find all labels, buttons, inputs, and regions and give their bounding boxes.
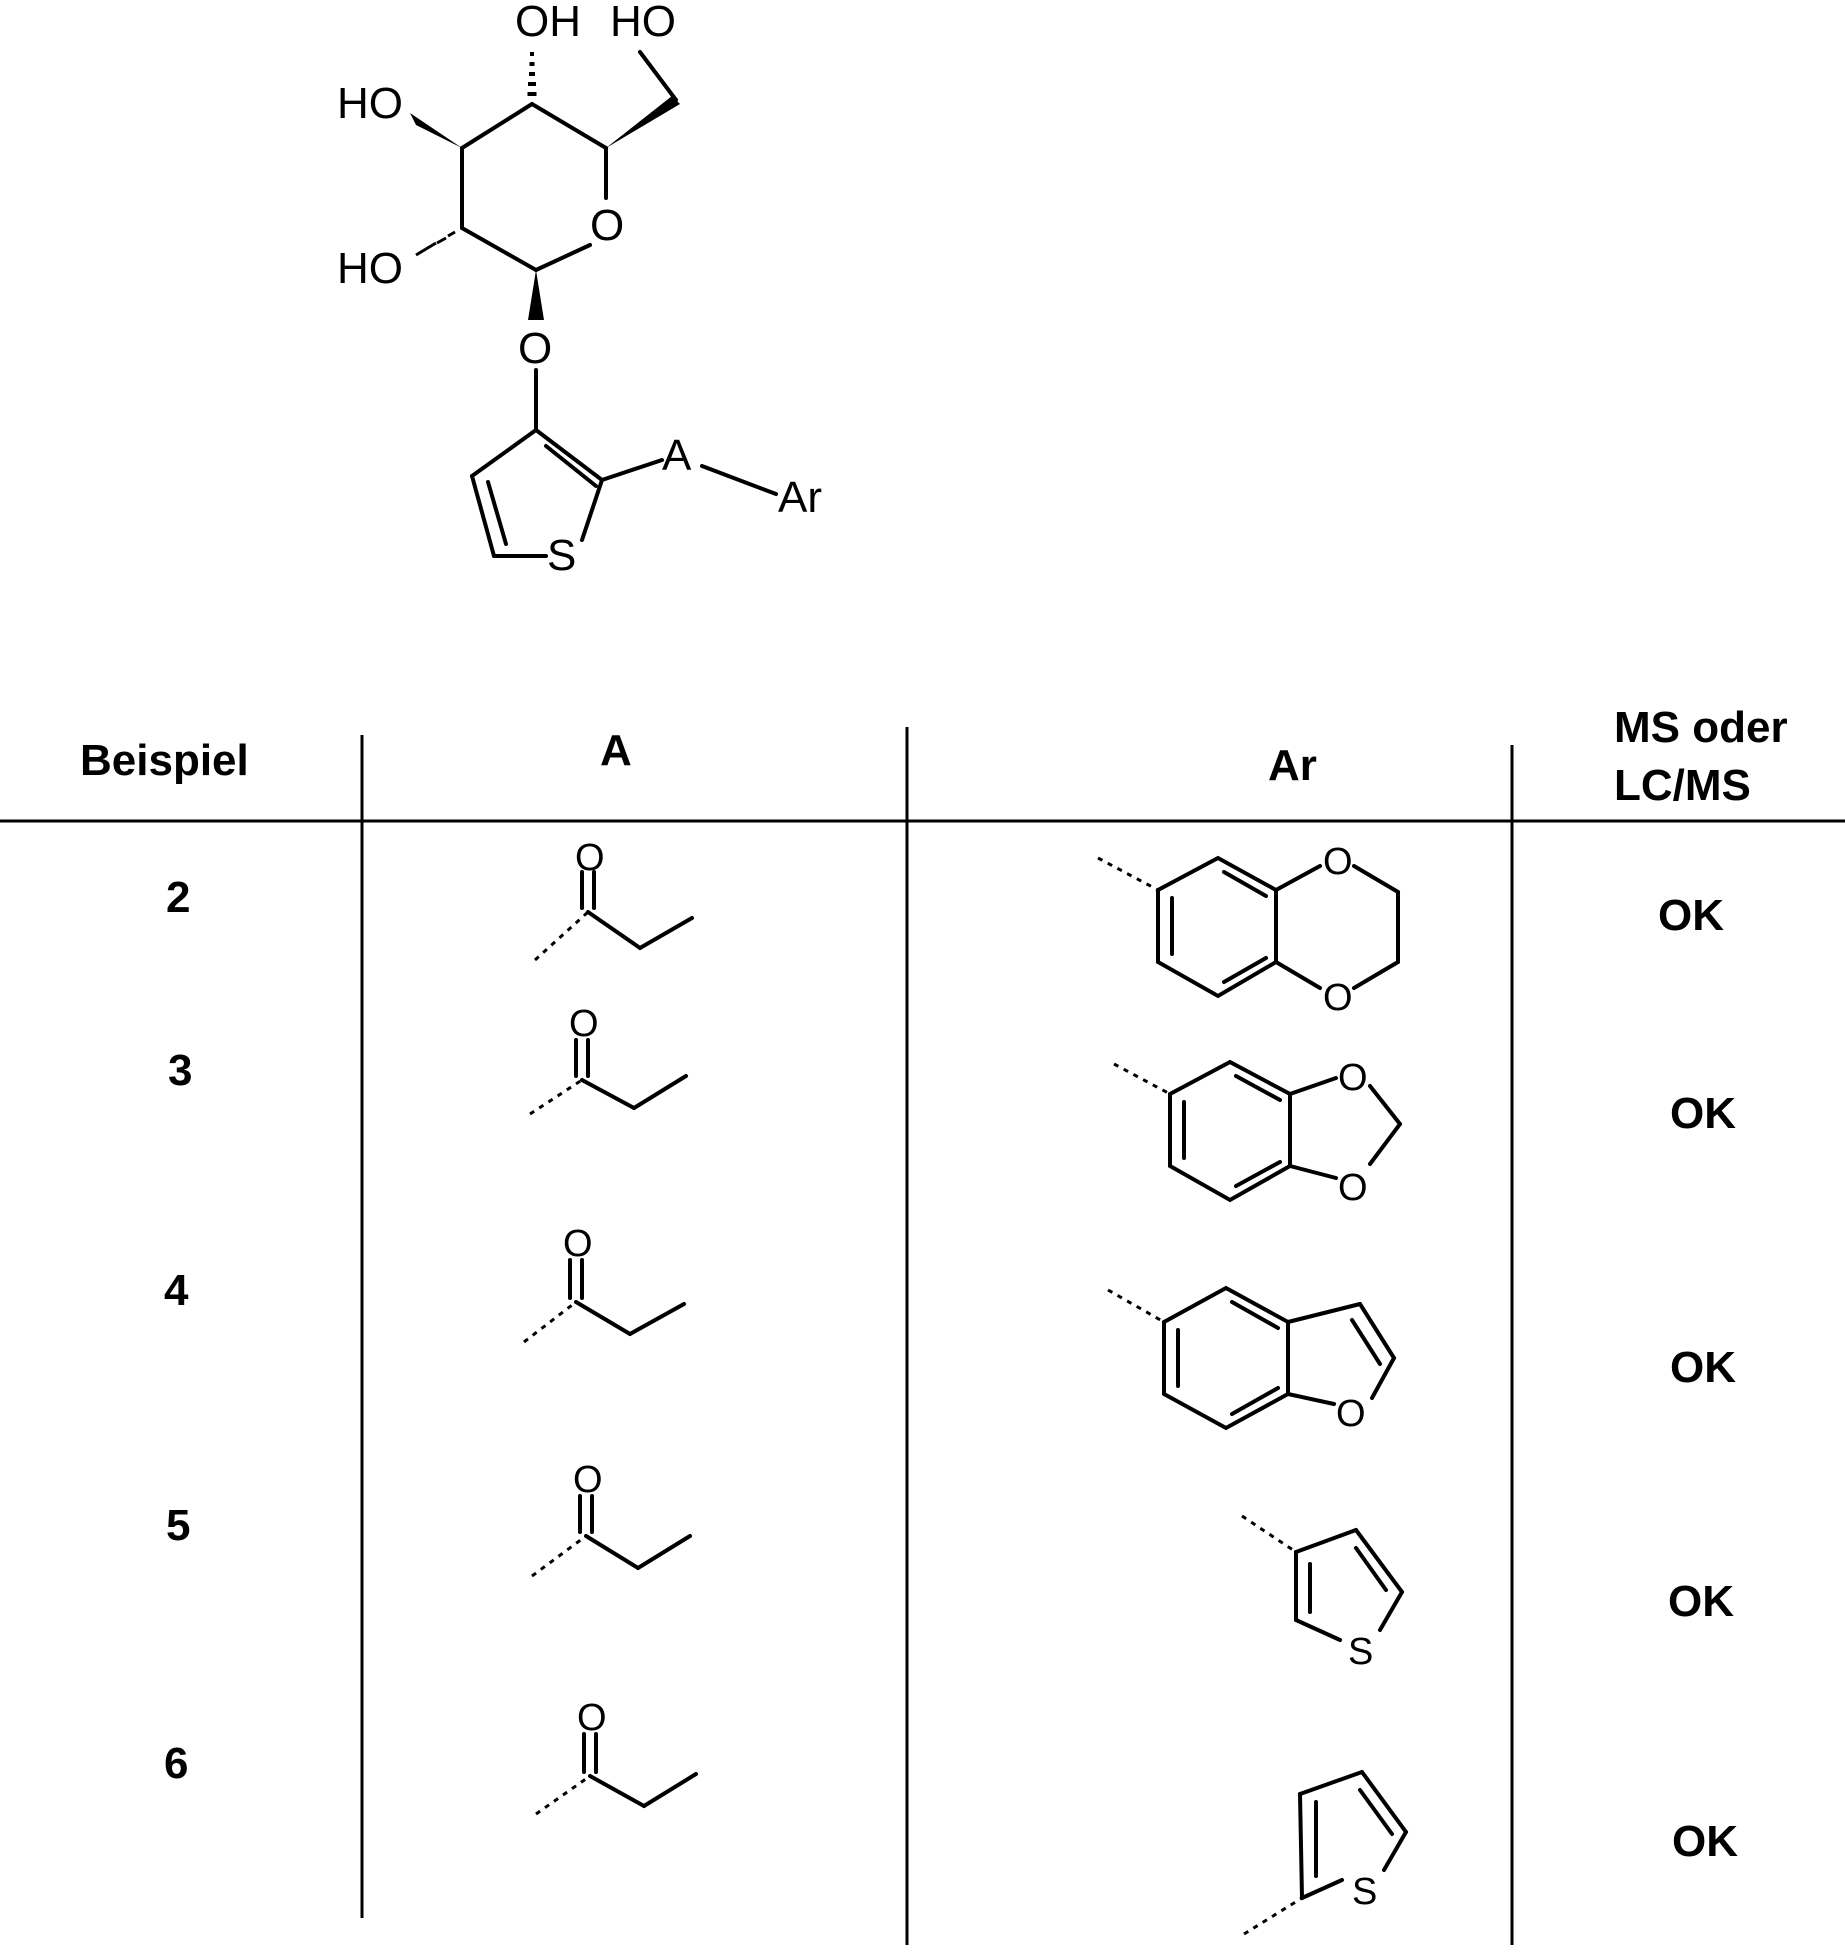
sulfur-label: S bbox=[547, 531, 576, 580]
ring-oxygen-label: O bbox=[590, 201, 624, 250]
ho-label: HO bbox=[610, 0, 676, 46]
table-row: 5 O S OK bbox=[166, 1459, 1734, 1673]
header-example: Beispiel bbox=[80, 736, 249, 785]
ms-result: OK bbox=[1672, 1817, 1738, 1866]
table-grid bbox=[0, 727, 1845, 1945]
aryl-structure: S bbox=[1242, 1516, 1402, 1673]
general-structure: OH HO HO HO O O S A Ar bbox=[337, 0, 822, 580]
oh-label: OH bbox=[515, 0, 581, 46]
table-row: 6 O S OK bbox=[164, 1697, 1738, 1934]
oxygen-label: O bbox=[1336, 1393, 1366, 1435]
ho-label: HO bbox=[337, 244, 403, 293]
table-header: Beispiel A Ar MS oder LC/MS bbox=[80, 703, 1788, 810]
header-ar: Ar bbox=[1268, 741, 1317, 790]
ms-result: OK bbox=[1670, 1343, 1736, 1392]
sulfur-label: S bbox=[1348, 1631, 1373, 1673]
aryl-structure: O O bbox=[1114, 1057, 1400, 1209]
oxygen-label: O bbox=[577, 1697, 607, 1739]
linker-label: A bbox=[662, 431, 692, 480]
glycosidic-oxygen-label: O bbox=[518, 324, 552, 373]
header-ms-line1: MS oder bbox=[1614, 703, 1788, 752]
oxygen-label: O bbox=[1338, 1057, 1368, 1099]
oxygen-label: O bbox=[1338, 1167, 1368, 1209]
aryl-structure: S bbox=[1244, 1772, 1406, 1934]
example-number: 4 bbox=[164, 1266, 189, 1315]
oxygen-label: O bbox=[1323, 841, 1353, 883]
linker-structure: O bbox=[530, 1003, 686, 1114]
wedge-bond bbox=[528, 270, 544, 320]
oxygen-label: O bbox=[563, 1223, 593, 1265]
ms-result: OK bbox=[1668, 1577, 1734, 1626]
header-ms-line2: LC/MS bbox=[1614, 761, 1751, 810]
aryl-structure: O bbox=[1108, 1288, 1394, 1435]
example-number: 6 bbox=[164, 1739, 188, 1788]
oxygen-label: O bbox=[575, 837, 605, 879]
table-row: 4 O O OK bbox=[164, 1223, 1736, 1435]
example-number: 3 bbox=[168, 1046, 192, 1095]
header-a: A bbox=[600, 726, 632, 775]
hash-bond bbox=[416, 232, 455, 255]
linker-structure: O bbox=[524, 1223, 684, 1342]
wedge-bond bbox=[606, 96, 680, 148]
example-number: 5 bbox=[166, 1501, 190, 1550]
oxygen-label: O bbox=[569, 1003, 599, 1045]
ho-label: HO bbox=[337, 79, 403, 128]
aryl-structure: O O bbox=[1098, 841, 1398, 1019]
example-number: 2 bbox=[166, 873, 190, 922]
aryl-label: Ar bbox=[778, 473, 822, 522]
ms-result: OK bbox=[1670, 1089, 1736, 1138]
sulfur-label: S bbox=[1352, 1871, 1377, 1913]
ms-result: OK bbox=[1658, 891, 1724, 940]
wedge-bond bbox=[410, 113, 462, 148]
oxygen-label: O bbox=[573, 1459, 603, 1501]
table-row: 2 O O O OK bbox=[166, 837, 1724, 1019]
linker-structure: O bbox=[535, 837, 692, 960]
linker-structure: O bbox=[536, 1697, 696, 1814]
table-row: 3 O O O OK bbox=[168, 1003, 1736, 1209]
oxygen-label: O bbox=[1323, 977, 1353, 1019]
linker-structure: O bbox=[532, 1459, 690, 1576]
